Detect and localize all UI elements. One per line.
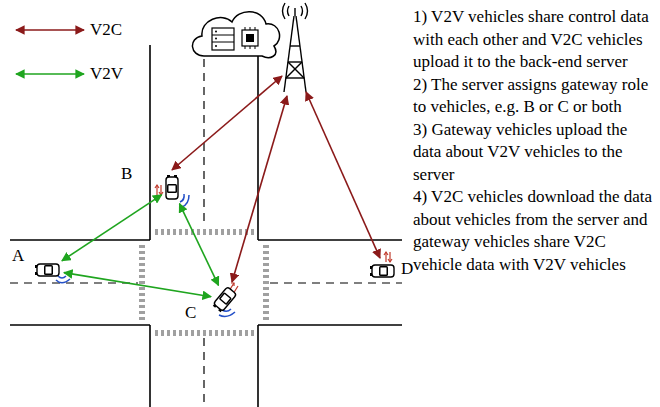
legend-label: V2C <box>90 21 122 39</box>
car-icon <box>215 289 235 309</box>
vehicle: B <box>165 176 179 200</box>
step-note: 3) Gateway vehicles upload the data abou… <box>413 119 657 187</box>
vehicle-label: D <box>401 260 413 278</box>
v2v-legend-line <box>16 73 84 75</box>
v2c-links <box>172 76 380 282</box>
v2v-link <box>62 195 162 261</box>
vehicle: D <box>371 264 395 278</box>
vehicle-label: C <box>185 304 196 322</box>
car-icon <box>165 176 179 200</box>
step-note: 2) The server assigns gateway role to ve… <box>413 74 657 119</box>
vehicle: A <box>36 263 60 277</box>
road-edges <box>10 45 402 407</box>
vehicle: C <box>215 289 235 309</box>
v2v-waves <box>56 194 235 316</box>
car-icon <box>36 263 60 277</box>
v2c-symbols <box>155 185 392 294</box>
cloud-server <box>192 12 279 58</box>
vehicle-label: B <box>121 165 132 183</box>
step-note: 1) V2V vehicles share control data with … <box>413 6 657 74</box>
crosswalks <box>142 232 266 333</box>
v2v-link <box>64 273 211 297</box>
legend-label: V2V <box>90 65 123 83</box>
car-icon <box>371 264 395 278</box>
v2v-link <box>179 204 218 286</box>
cell-tower <box>283 3 308 92</box>
steps-list: 1) V2V vehicles share control data with … <box>413 6 657 276</box>
vehicle-label: A <box>12 247 24 265</box>
lane-dashes <box>10 45 402 407</box>
step-note: 4) V2C vehicles download the data about … <box>413 186 657 276</box>
v2c-legend-line <box>16 29 84 31</box>
